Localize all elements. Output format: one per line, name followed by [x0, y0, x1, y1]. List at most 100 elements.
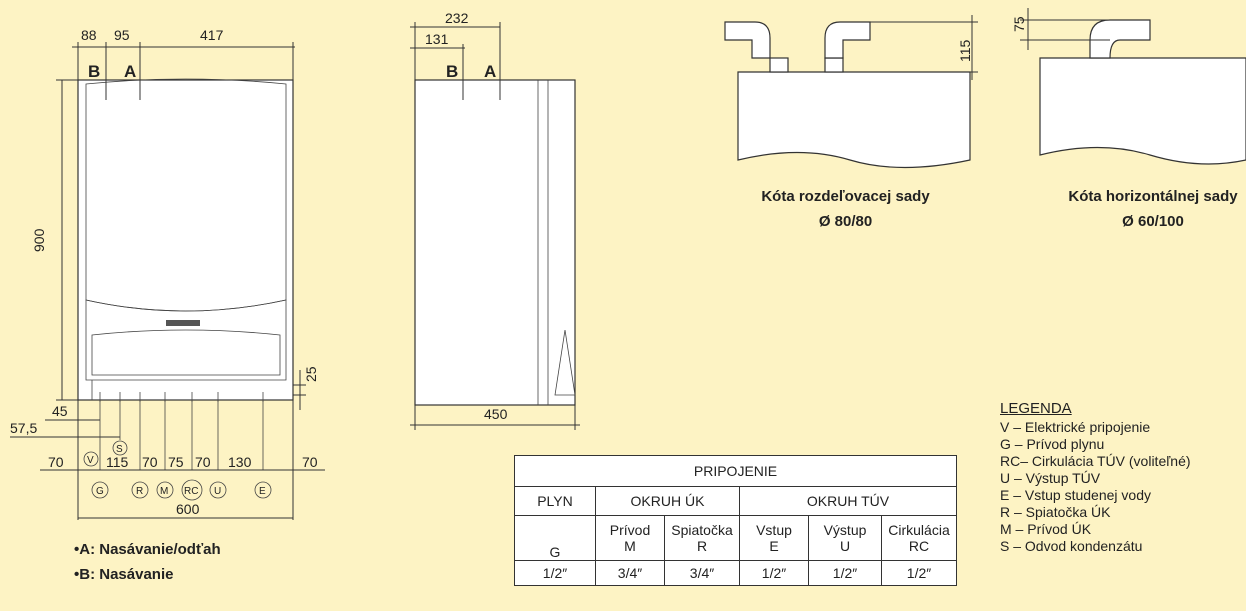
detail1-stub-right: [824, 57, 844, 73]
table-sub-rc-code: RC: [908, 538, 930, 554]
connector-e: E: [259, 486, 266, 497]
legend-item: R – Spiatočka ÚK: [1000, 504, 1111, 520]
dim-75: 75: [168, 454, 184, 470]
dim-45: 45: [52, 403, 68, 419]
detail1-caption-line1: Kóta rozdeľovacej sady: [761, 188, 930, 205]
table-size-g: 1/2″: [514, 560, 596, 586]
dim-75-detail: 75: [1011, 16, 1027, 32]
connector-g: G: [96, 486, 104, 497]
connector-g-circle: [91, 481, 109, 499]
legend-item: G – Prívod plynu: [1000, 436, 1105, 452]
dim-450: 450: [484, 406, 508, 422]
dim-88: 88: [81, 27, 97, 43]
connector-rc: RC: [184, 486, 198, 497]
legend-item: V – Elektrické pripojenie: [1000, 419, 1151, 435]
table-sub-u-code: U: [839, 538, 851, 554]
detail2-boiler-top: [1039, 57, 1246, 165]
dim-115-detail: 115: [957, 39, 973, 62]
dim-57-5: 57,5: [10, 420, 37, 436]
boiler-front-body: [77, 79, 294, 401]
detail1-caption: Kóta rozdeľovacej sady Ø 80/80: [738, 188, 953, 230]
label-a: A: [124, 62, 136, 81]
connector-s-circle: [112, 440, 128, 456]
dim-900: 900: [31, 228, 47, 252]
detail2-caption: Kóta horizontálnej sady Ø 60/100: [1060, 188, 1246, 230]
connector-m-circle: [156, 481, 174, 499]
table-sub-e-name: Vstup: [756, 522, 792, 538]
side-label-a: A: [484, 62, 496, 81]
table-group-tuv: OKRUH TÚV: [739, 486, 957, 516]
table-size-e: 1/2″: [739, 560, 809, 586]
connector-v: V: [87, 455, 94, 466]
boiler-side-body: [414, 79, 576, 406]
label-b: B: [88, 62, 100, 81]
table-sub-r-name: Spiatočka: [671, 522, 733, 538]
table-title: PRIPOJENIE: [514, 455, 957, 487]
side-view: 232 131 B A 450: [410, 10, 580, 430]
brand-logo: [166, 320, 200, 326]
table-size-u: 1/2″: [808, 560, 882, 586]
legend-item: S – Odvod kondenzátu: [1000, 538, 1143, 554]
detail1-caption-line2: Ø 80/80: [818, 213, 873, 230]
legend: LEGENDA V – Elektrické pripojenie G – Pr…: [1000, 400, 1191, 555]
connector-rc-circle: [181, 479, 203, 501]
detail1-boiler-top: [737, 71, 971, 169]
legend-item: RC– Cirkulácia TÚV (voliteľné): [1000, 453, 1191, 469]
note-b: •B: Nasávanie: [74, 566, 174, 583]
table-sub-r: Spiatočka R: [664, 515, 740, 561]
boiler-display-recess: [91, 329, 281, 376]
dim-130: 130: [228, 454, 252, 470]
table-sub-g-code: G: [549, 544, 561, 560]
connector-r: R: [136, 486, 143, 497]
table-sub-e-code: E: [769, 538, 779, 554]
table-sub-m-name: Prívod: [609, 522, 651, 538]
connector-m: M: [160, 486, 168, 497]
detail-horizontal: 75: [1011, 8, 1246, 165]
table-size-m: 3/4″: [595, 560, 665, 586]
connector-labels: V S G R M RC U E: [83, 440, 272, 501]
connector-v-circle: [83, 451, 99, 467]
table-sub-g: G: [514, 515, 596, 561]
dim-115: 115: [106, 454, 129, 470]
dim-70-a: 70: [142, 454, 158, 470]
table-sub-u-name: Výstup: [823, 522, 867, 538]
detail-splitter: 115: [724, 15, 978, 169]
table-sub-rc: Cirkulácia RC: [881, 515, 957, 561]
table-sub-rc-name: Cirkulácia: [888, 522, 950, 538]
table-sub-m-code: M: [624, 538, 636, 554]
side-bracket: [554, 329, 576, 396]
table-size-rc: 1/2″: [881, 560, 957, 586]
note-a: •A: Nasávanie/odťah: [74, 541, 221, 558]
table-sub-m: Prívod M: [595, 515, 665, 561]
connector-u: U: [214, 486, 221, 497]
detail1-elbow-right: [824, 21, 871, 59]
legend-item: E – Vstup studenej vody: [1000, 487, 1151, 503]
connector-r-circle: [131, 481, 149, 499]
front-view: 88 95 417 B A 900 25 45 57,5 70 115 70 7…: [10, 27, 325, 520]
detail2-caption-line2: Ø 60/100: [1122, 213, 1184, 230]
dim-70-b: 70: [195, 454, 211, 470]
dim-131: 131: [425, 31, 449, 47]
dim-232: 232: [445, 10, 469, 26]
legend-item: U – Výstup TÚV: [1000, 470, 1101, 486]
legend-item: M – Prívod ÚK: [1000, 521, 1092, 537]
connection-table: PRIPOJENIE PLYN OKRUH ÚK OKRUH TÚV G Prí…: [514, 455, 957, 586]
side-label-b: B: [446, 62, 458, 81]
connector-e-circle: [254, 481, 272, 499]
detail2-elbow: [1089, 19, 1151, 59]
connector-u-circle: [209, 481, 227, 499]
dim-70-right: 70: [302, 454, 318, 470]
table-sub-u: Výstup U: [808, 515, 882, 561]
table-sub-e: Vstup E: [739, 515, 809, 561]
dim-70-left: 70: [48, 454, 64, 470]
table-group-plyn: PLYN: [514, 486, 596, 516]
detail1-elbow-left: [724, 21, 771, 59]
dim-25: 25: [303, 366, 319, 382]
dim-95: 95: [114, 27, 130, 43]
table-sub-r-code: R: [696, 538, 708, 554]
table-size-r: 3/4″: [664, 560, 740, 586]
connector-s: S: [116, 444, 123, 455]
dim-417: 417: [200, 27, 224, 43]
table-group-uk: OKRUH ÚK: [595, 486, 740, 516]
